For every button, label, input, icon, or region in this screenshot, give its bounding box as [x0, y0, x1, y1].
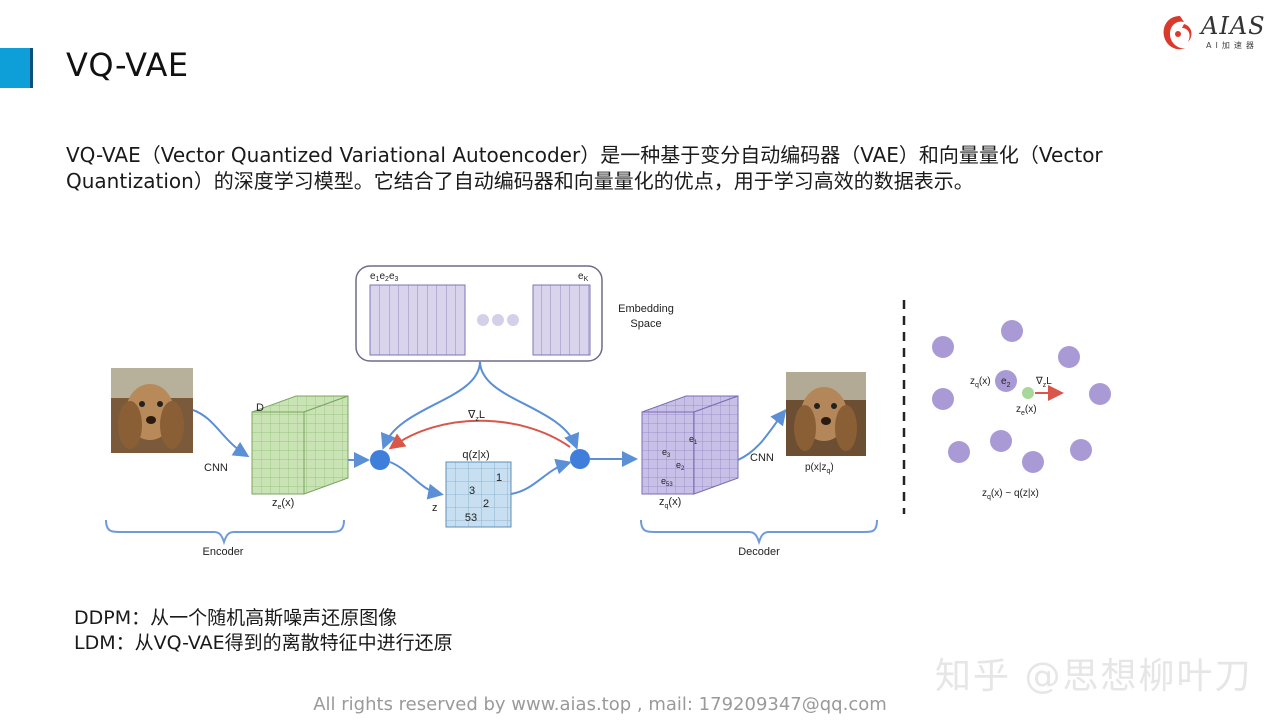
grad-label: ∇: [467, 409, 476, 421]
arrow-node-to-grid: [389, 461, 444, 500]
svg-text:p(x|zq): p(x|zq): [805, 462, 834, 475]
arrow-input-to-encoder: [192, 409, 250, 458]
q-grid-value: 53: [465, 512, 477, 524]
svg-text:e1: e1: [689, 434, 698, 446]
ze-point: [1022, 387, 1034, 399]
quantize-node-left: [370, 450, 390, 470]
decoder-label: Decoder: [738, 546, 780, 558]
svg-text:∇zL: ∇zL: [467, 409, 485, 423]
decoder-cube-value: e: [689, 434, 694, 444]
svg-text:e2: e2: [676, 460, 685, 472]
encoder-cube: [251, 395, 349, 495]
q-grid-value: 2: [483, 498, 489, 510]
title-accent-bar: [0, 48, 30, 88]
svg-text:e3: e3: [662, 447, 671, 459]
embedding-point: [1001, 320, 1023, 342]
right-e2-label: e: [1001, 376, 1007, 387]
embedding-space-label-1: Embedding: [618, 303, 674, 315]
output-dog-image: [786, 372, 866, 456]
ellipsis-dot: [492, 314, 504, 326]
embedding-point: [1022, 451, 1044, 473]
embedding-columns-right: [532, 284, 591, 356]
title-accent-line: [30, 48, 33, 88]
q-label: q(z|x): [462, 449, 489, 461]
right-dist-label: z: [982, 488, 987, 499]
svg-text:zq(x) ~ q(z|x): zq(x) ~ q(z|x): [982, 488, 1039, 501]
description-text: VQ-VAE（Vector Quantized Variational Auto…: [66, 143, 1103, 193]
page-title: VQ-VAE: [66, 46, 189, 84]
aias-logo-icon: [1163, 16, 1192, 50]
embedding-point: [1089, 383, 1111, 405]
z-label: z: [432, 502, 438, 514]
right-zq-label: z: [970, 376, 975, 387]
embedding-columns-left: [369, 284, 466, 356]
svg-text:ze(x): ze(x): [272, 497, 294, 511]
arrow-embedding-to-left-node: [380, 360, 481, 450]
svg-text:eK: eK: [578, 271, 589, 283]
logo-subtext: AI加速器: [1206, 41, 1258, 50]
q-grid-value: 1: [496, 472, 502, 484]
input-dog-image: [111, 368, 193, 453]
e1-label: e: [370, 271, 376, 282]
svg-text:e53: e53: [661, 476, 673, 488]
arrow-decoder-to-output: [737, 408, 787, 461]
right-grad-label: ∇: [1035, 376, 1043, 387]
decoder-cnn-label: CNN: [750, 452, 774, 464]
footer-text: All rights reserved by www.aias.top , ma…: [313, 694, 887, 715]
svg-text:zq(x): zq(x): [659, 496, 681, 510]
decoder-cube-value: e: [662, 447, 667, 457]
embedding-space-label-2: Space: [630, 318, 661, 330]
logo-text: AIAS: [1201, 12, 1266, 40]
encoder-bracket: [105, 519, 345, 546]
embedding-points: [932, 320, 1111, 473]
ellipsis-dot: [477, 314, 489, 326]
d-label: D: [256, 402, 264, 414]
embedding-point: [995, 370, 1017, 392]
q-grid-value: 3: [469, 485, 475, 497]
ek-label: e: [578, 271, 584, 282]
encoder-cnn-label: CNN: [204, 462, 228, 474]
decoder-cube: [641, 395, 739, 495]
right-ze-label: z: [1016, 404, 1021, 415]
watermark-text: 知乎 @思想柳叶刀: [935, 656, 1253, 697]
gradient-arrow: [388, 419, 571, 450]
svg-text:e1e2e3: e1e2e3: [370, 271, 399, 283]
svg-text:ze(x): ze(x): [1016, 404, 1037, 417]
zq-label: z: [659, 496, 665, 508]
encoder-label: Encoder: [203, 546, 244, 558]
decoder-bracket: [640, 519, 878, 546]
notes-block: DDPM：从一个随机高斯噪声还原图像 LDM：从VQ-VAE得到的离散特征中进行…: [74, 606, 453, 656]
embedding-point: [932, 336, 954, 358]
note-ddpm: DDPM：从一个随机高斯噪声还原图像: [74, 607, 398, 629]
ze-label: z: [272, 497, 278, 509]
svg-text:zq(x): zq(x): [970, 376, 991, 389]
decoder-cube-value: e: [661, 476, 666, 486]
arrow-embedding-to-right-node: [479, 360, 580, 450]
embedding-point: [932, 388, 954, 410]
svg-text:e2: e2: [1001, 376, 1011, 389]
embedding-point: [948, 441, 970, 463]
note-ldm: LDM：从VQ-VAE得到的离散特征中进行还原: [74, 632, 453, 654]
output-label: p(x|z: [805, 462, 827, 473]
ellipsis-dot: [507, 314, 519, 326]
embedding-point: [1070, 439, 1092, 461]
embedding-point: [1058, 346, 1080, 368]
q-grid: [445, 461, 512, 528]
svg-text:∇zL: ∇zL: [1035, 376, 1052, 389]
embedding-point: [990, 430, 1012, 452]
quantize-node-right: [570, 449, 590, 469]
arrow-grid-to-node: [510, 458, 572, 495]
decoder-cube-value: e: [676, 460, 681, 470]
